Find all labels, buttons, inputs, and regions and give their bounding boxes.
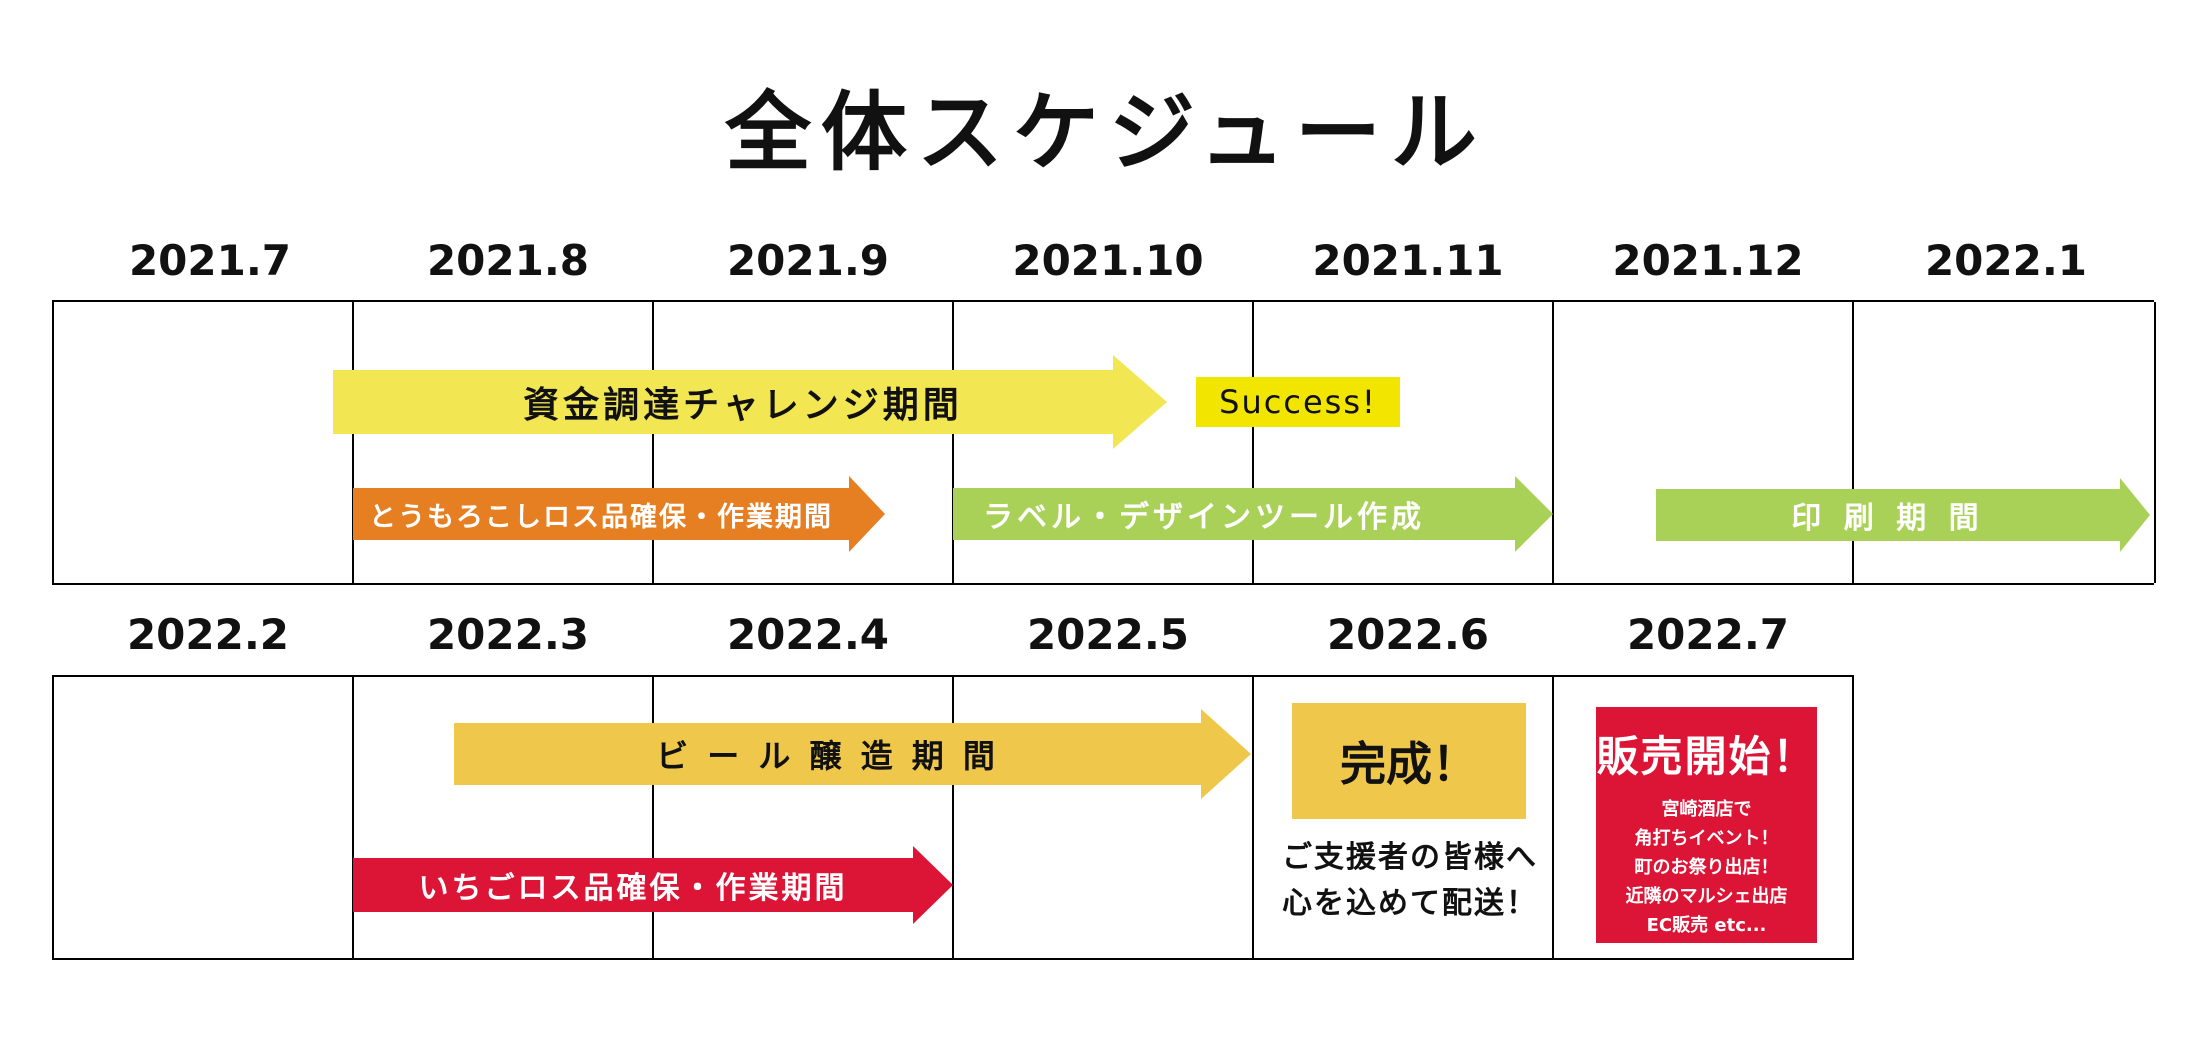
brewing-period-label: ビ ー ル 醸 造 期 間 [656, 737, 999, 775]
label-design-arrow: ラベル・デザインツール作成 [953, 476, 1553, 552]
page-title: 全体スケジュール [725, 83, 1487, 183]
corn-loss-period-arrow: とうもろこしロス品確保・作業期間 [353, 476, 885, 552]
month-cell [1554, 677, 1854, 958]
month-cell [354, 677, 654, 958]
month-cell [954, 677, 1254, 958]
strawberry-loss-period-label: いちごロス品確保・作業期間 [418, 871, 848, 906]
delivery-note-line-1: ご支援者の皆様へ [1282, 840, 1538, 875]
month-label-2022-6: 2022.6 [1326, 610, 1490, 659]
month-label-2021-12: 2021.12 [1612, 236, 1804, 285]
funding-period-label: 資金調達チャレンジ期間 [523, 385, 963, 426]
month-cell [54, 677, 354, 958]
sale-line-1: 宮崎酒店で [1661, 799, 1752, 820]
month-label-2022-4: 2022.4 [726, 610, 890, 659]
month-label-2022-3: 2022.3 [426, 610, 590, 659]
month-cell [1854, 302, 2156, 583]
timeline-grid-row-1 [52, 300, 2156, 585]
month-label-2021-8: 2021.8 [426, 236, 590, 285]
sale-line-5: EC販売 etc... [1646, 915, 1767, 936]
month-label-2021-11: 2021.11 [1312, 236, 1504, 285]
month-label-2021-10: 2021.10 [1012, 236, 1204, 285]
delivery-note-line-2: 心を込めて配送！ [1282, 886, 1538, 921]
month-label-2022-5: 2022.5 [1026, 610, 1190, 659]
delivery-note: ご支援者の皆様へ 心を込めて配送！ [1262, 835, 1558, 927]
brewing-period-arrow: ビ ー ル 醸 造 期 間 [454, 709, 1251, 799]
month-cell [1554, 302, 1854, 583]
strawberry-loss-period-arrow: いちごロス品確保・作業期間 [353, 846, 953, 924]
month-label-2021-9: 2021.9 [726, 236, 890, 285]
sale-start-box: 販売開始！ 宮崎酒店で 角打ちイベント！ 町のお祭り出店！ 近隣のマルシェ出店 … [1596, 707, 1817, 943]
sale-start-heading: 販売開始！ [1596, 732, 1817, 781]
month-cell [954, 302, 1254, 583]
corn-loss-period-label: とうもろこしロス品確保・作業期間 [369, 501, 833, 533]
label-design-label: ラベル・デザインツール作成 [983, 500, 1425, 535]
sale-line-2: 角打ちイベント！ [1634, 828, 1779, 849]
month-label-2022-7: 2022.7 [1626, 610, 1790, 659]
printing-period-label: 印 刷 期 間 [1791, 501, 1985, 536]
month-label-2022-2: 2022.2 [126, 610, 290, 659]
month-cell [654, 677, 954, 958]
success-badge: Success! [1196, 377, 1400, 427]
sale-line-3: 町のお祭り出店！ [1634, 857, 1779, 878]
sale-line-4: 近隣のマルシェ出店 [1625, 886, 1788, 907]
month-cell [54, 302, 354, 583]
month-cell [354, 302, 654, 583]
printing-period-arrow: 印 刷 期 間 [1656, 478, 2150, 552]
complete-badge: 完成！ [1292, 703, 1526, 819]
month-label-2021-7: 2021.7 [128, 236, 292, 285]
month-label-2022-1: 2022.1 [1924, 236, 2088, 285]
timeline-grid-row-2 [52, 675, 1854, 960]
month-cell [1254, 677, 1554, 958]
month-cell [654, 302, 954, 583]
funding-period-arrow: 資金調達チャレンジ期間 [333, 355, 1167, 449]
month-cell [1254, 302, 1554, 583]
